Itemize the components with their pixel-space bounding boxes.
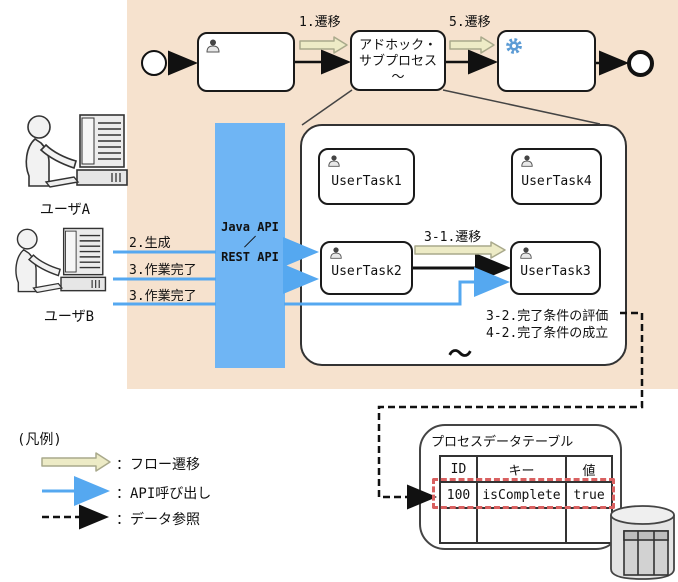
adhoc-subprocess-node: アドホック・サブプロセス～ bbox=[350, 30, 446, 91]
adhoc-subprocess-title: アドホック・サブプロセス～ bbox=[358, 38, 437, 85]
table-grid-glyph bbox=[623, 530, 669, 576]
legend-flow-label: ：フロー遷移 bbox=[116, 457, 200, 473]
legend-api-label: ：API呼び出し bbox=[116, 486, 212, 502]
legend-data-label: ：データ参照 bbox=[116, 512, 200, 528]
usertask2-node: UserTask2 bbox=[320, 241, 413, 295]
api-band bbox=[215, 123, 285, 368]
service-task-node bbox=[497, 30, 596, 92]
table-empty-row bbox=[439, 507, 613, 544]
gear-icon bbox=[506, 38, 522, 54]
subprocess-tilde-marker: ～ bbox=[448, 340, 472, 368]
usertask3-label: UserTask3 bbox=[520, 264, 591, 279]
usertask1-label: UserTask1 bbox=[331, 174, 402, 189]
usertask4-label: UserTask4 bbox=[521, 174, 592, 189]
call-generate-label: 2.生成 bbox=[129, 236, 171, 251]
transition5-label: 5.遷移 bbox=[449, 15, 491, 30]
usertask2-label: UserTask2 bbox=[331, 264, 402, 279]
database-cylinder-icon bbox=[610, 505, 675, 580]
user-a-label: ユーザA bbox=[39, 202, 91, 218]
highlighted-row-outline bbox=[432, 478, 615, 509]
call-complete2-label: 3.作業完了 bbox=[129, 289, 197, 304]
user-b-label: ユーザB bbox=[43, 309, 95, 325]
person-bust-icon bbox=[521, 155, 533, 167]
start-event-circle bbox=[141, 50, 167, 76]
person-bust-icon bbox=[330, 247, 342, 259]
end-event-circle bbox=[627, 50, 654, 77]
transition1-label: 1.遷移 bbox=[299, 15, 341, 30]
person-at-computer-icon bbox=[15, 227, 107, 294]
person-bust-icon bbox=[206, 39, 220, 53]
person-bust-icon bbox=[520, 247, 532, 259]
api-band-label: Java API／REST API bbox=[221, 220, 279, 264]
usertask1-node: UserTask1 bbox=[318, 148, 415, 205]
user-task-node bbox=[197, 32, 295, 92]
person-bust-icon bbox=[328, 155, 340, 167]
satisfy-condition-label: 4-2.完了条件の成立 bbox=[486, 326, 609, 341]
usertask3-node: UserTask3 bbox=[510, 241, 601, 295]
transition31-label: 3-1.遷移 bbox=[424, 230, 482, 245]
process-data-table-title: プロセスデータテーブル bbox=[431, 435, 574, 450]
person-at-computer-icon bbox=[25, 114, 128, 188]
call-complete1-label: 3.作業完了 bbox=[129, 263, 197, 278]
usertask4-node: UserTask4 bbox=[511, 148, 602, 205]
legend-title: (凡例) bbox=[17, 432, 62, 448]
